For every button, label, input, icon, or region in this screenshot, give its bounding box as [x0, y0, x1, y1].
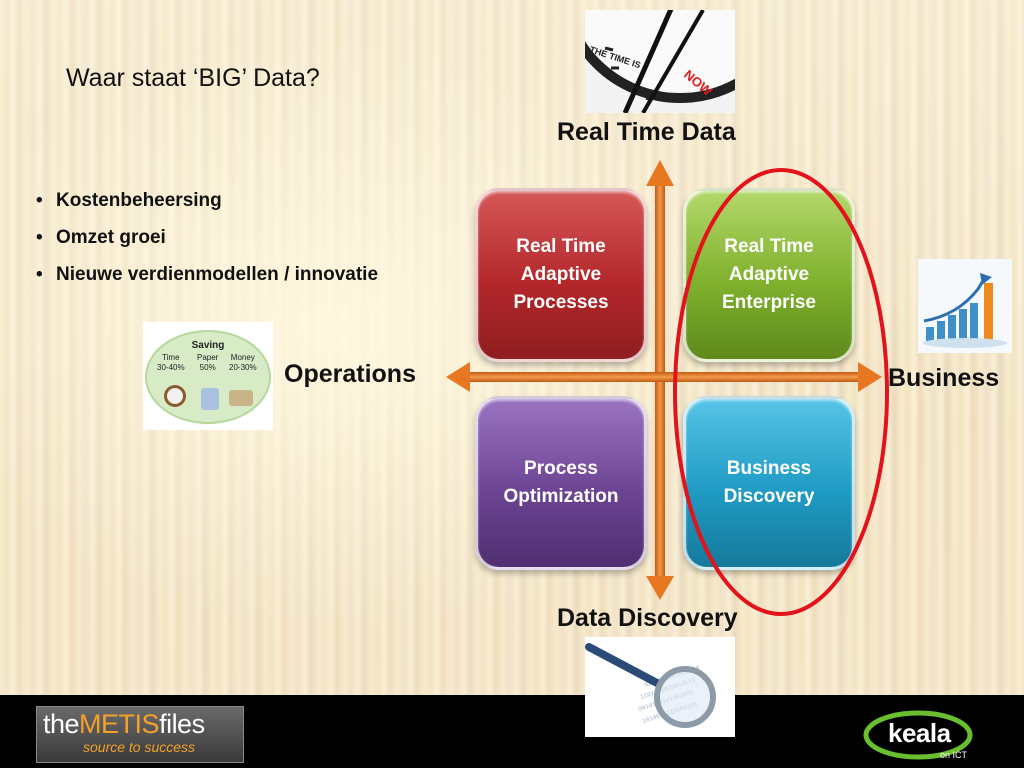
clock-image: THE TIME IS NOW	[585, 10, 735, 113]
axis-label-left: Operations	[284, 360, 416, 388]
keala-logo: keala on ICT	[862, 708, 980, 764]
bullet-item: •Omzet groei	[36, 227, 166, 248]
bullet-item: •Kostenbeheersing	[36, 190, 222, 211]
bullet-list: •Kostenbeheersing •Omzet groei •Nieuwe v…	[36, 190, 378, 301]
axis-label-top: Real Time Data	[557, 118, 736, 146]
growth-bar-chart-image	[918, 259, 1012, 353]
slide-title: Waar staat ‘BIG’ Data?	[66, 64, 320, 92]
quadrant-real-time-adaptive-enterprise: Real Time Adaptive Enterprise	[683, 188, 855, 362]
magnifying-glass-image: 0101101001010110 1101001010010111 001011…	[585, 637, 735, 737]
metis-files-logo: theMETISfiles source to success	[36, 706, 244, 763]
axis-label-right: Business	[888, 364, 1000, 392]
bullet-item: •Nieuwe verdienmodellen / innovatie	[36, 264, 379, 285]
axis-label-bottom: Data Discovery	[557, 604, 738, 632]
quadrant-real-time-adaptive-processes: Real Time Adaptive Processes	[475, 188, 647, 362]
quadrant-process-optimization: Process Optimization	[475, 396, 647, 570]
quadrant-business-discovery: Business Discovery	[683, 396, 855, 570]
